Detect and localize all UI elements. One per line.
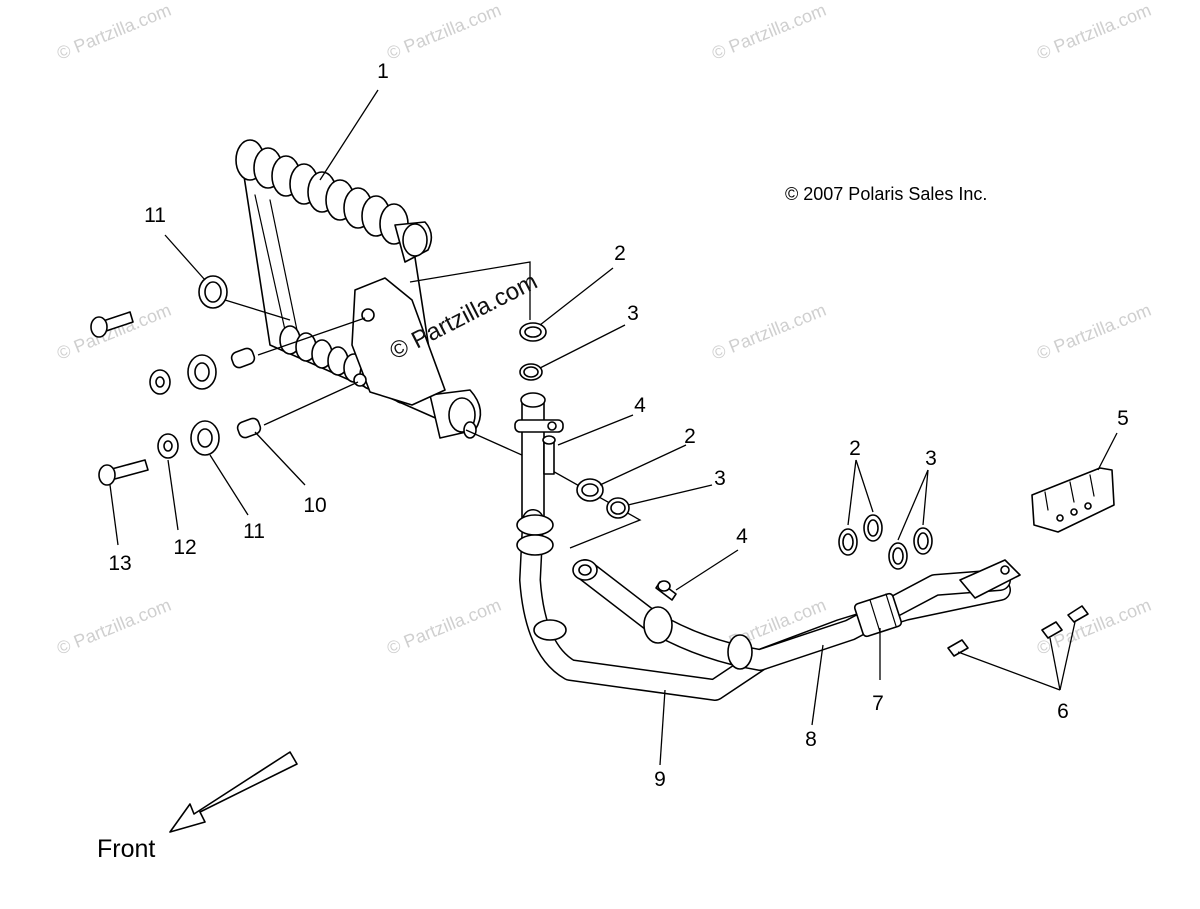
line-collars [516,514,753,670]
bracket-5 [1031,467,1115,533]
callout-7: 7 [872,692,884,715]
callout-5: 5 [1117,407,1129,430]
callout-6: 6 [1057,700,1069,723]
watermark-text: © Partzilla.com [54,595,174,659]
banjo-fitting [572,559,598,581]
washer-lower [157,433,179,459]
watermark-layer: © Partzilla.com © Partzilla.com © Partzi… [54,0,1154,659]
watermark-text: © Partzilla.com [1034,0,1154,64]
line-end-flange [959,559,1021,599]
watermark-text: © Partzilla.com [384,0,504,64]
watermark-text: © Partzilla.com [1034,300,1154,364]
o-ring-3-mid [606,497,630,519]
o-ring-2-top [519,322,547,342]
spacer-upper [230,347,256,369]
callout-1: 1 [377,60,389,83]
bolts-6 [947,605,1089,657]
callout-4: 4 [736,525,748,548]
callout-3: 3 [714,467,726,490]
callout-13: 13 [108,552,131,575]
callout-8: 8 [805,728,817,751]
callout-9: 9 [654,768,666,791]
watermark-text: © Partzilla.com [709,300,829,364]
spacer-lower [236,417,262,439]
callout-2: 2 [614,242,626,265]
copyright-text: © 2007 Polaris Sales Inc. [785,184,987,204]
callout-2: 2 [684,425,696,448]
grommet-upper [198,275,228,309]
bolt-upper [90,311,134,338]
callout-11: 11 [243,520,265,543]
watermark-text: © Partzilla.com [384,595,504,659]
callout-12: 12 [173,536,196,559]
watermark-text: © Partzilla.com [54,300,174,364]
oil-cooler [235,139,482,439]
watermark-text: © Partzilla.com [54,0,174,64]
o-ring-3-top [519,363,543,381]
clamp-7 [853,592,903,638]
fittings [409,261,1115,657]
callout-4: 4 [634,394,646,417]
callout-10: 10 [303,494,326,517]
watermark-text: © Partzilla.com [709,0,829,64]
cooler-fin-stack [235,139,409,245]
bolt-4-lower [655,580,677,601]
callout-labels: 1 2 3 4 2 3 4 5 2 3 6 7 8 9 10 11 11 12 … [108,60,1129,791]
o-ring-2-mid [576,478,604,502]
front-label: Front [97,835,155,863]
callout-11: 11 [144,204,166,227]
mounting-hardware [90,275,366,486]
leader-lines [109,89,1118,766]
grommet-middle [187,354,217,390]
callout-3: 3 [925,447,937,470]
o-rings-right [838,514,933,570]
callout-2: 2 [849,437,861,460]
bolt-4-upper [542,435,556,475]
washer-upper [149,369,171,395]
oil-line-fitting [514,392,564,521]
callout-3: 3 [627,302,639,325]
oil-lines [516,509,1021,701]
grommet-lower [190,420,220,456]
bolt-lower [98,459,149,486]
front-direction-arrow [169,751,298,833]
